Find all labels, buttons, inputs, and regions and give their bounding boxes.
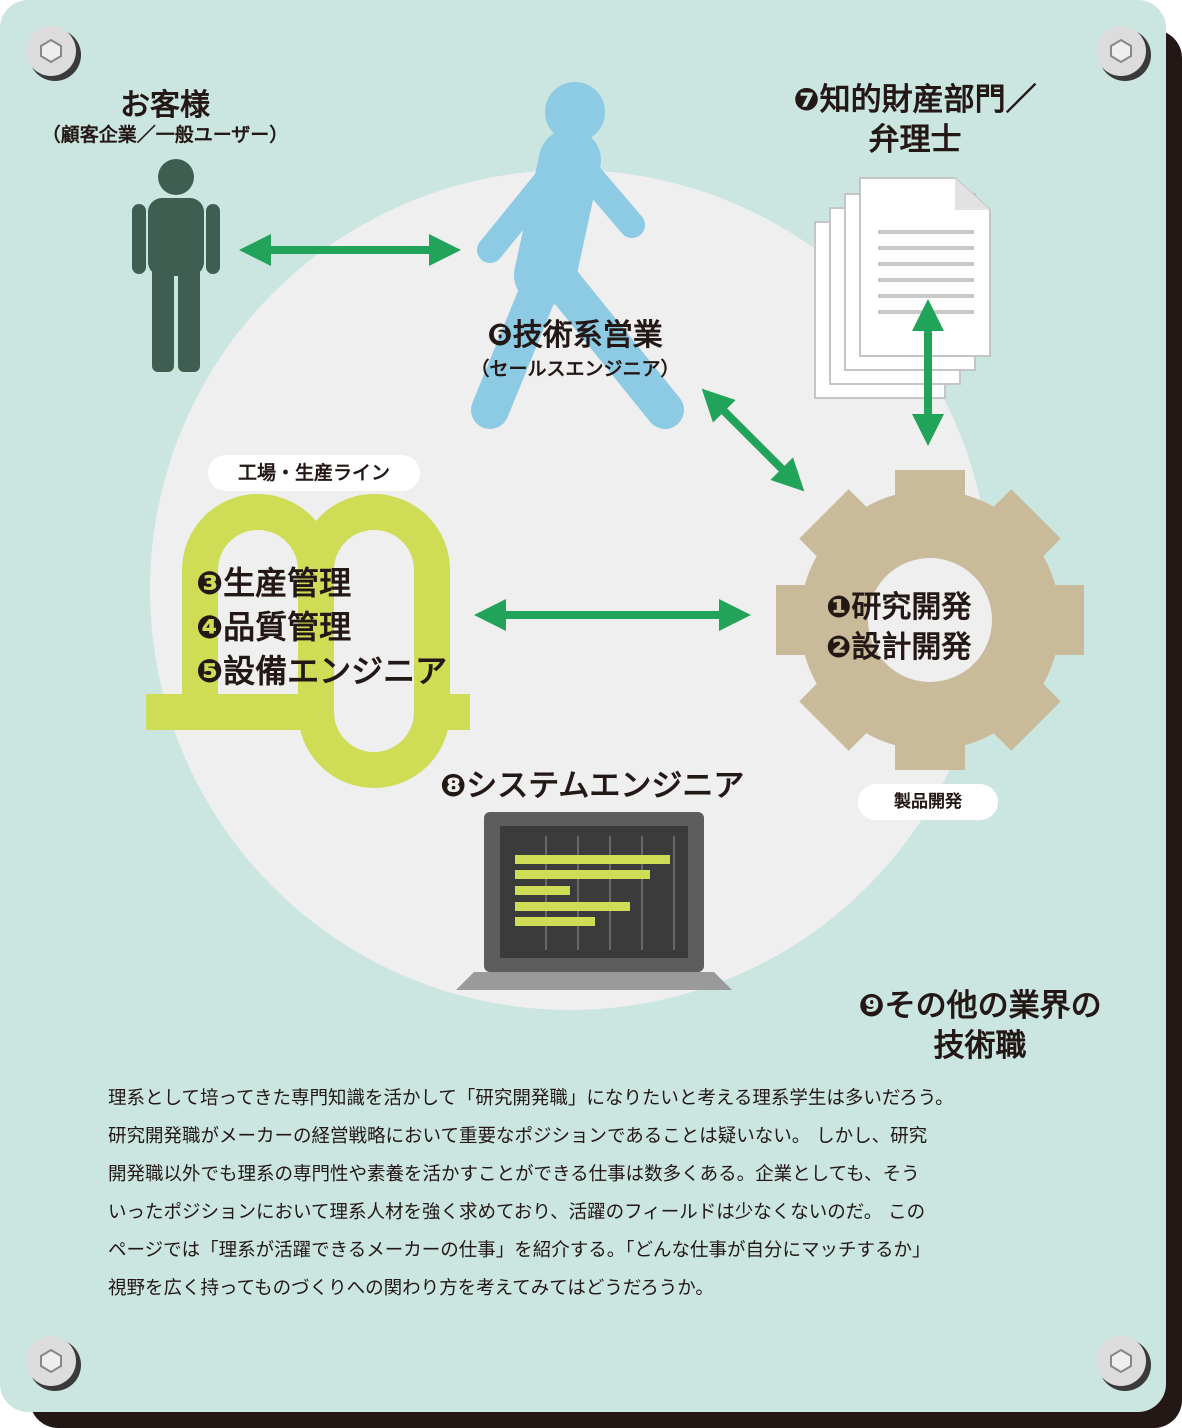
customer-icon — [132, 159, 220, 372]
rd-label: ❶研究開発 — [826, 590, 972, 625]
gear-icon — [776, 470, 1084, 770]
body-paragraph: 理系として培ってきた専門知識を活かして「研究開発職」になりたいと考える理系学生は… — [108, 1080, 1078, 1308]
screw-icon — [26, 26, 81, 81]
body-line: 開発職以外でも理系の専門性や素養を活かすことができる仕事は数多くある。企業として… — [108, 1164, 920, 1185]
sales-sublabel: （セールスエンジニア） — [470, 358, 680, 380]
screw-icon — [1096, 1336, 1151, 1391]
customer-sublabel: （顧客企業／一般ユーザー） — [41, 124, 289, 146]
body-line: 研究開発職がメーカーの経営戦略において重要なポジションであることは疑いない。 し… — [108, 1126, 928, 1147]
body-line: 視野を広く持ってものづくりへの関わり方を考えてみてはどうだろうか。 — [108, 1278, 714, 1299]
walker-icon — [471, 82, 684, 429]
factory-badge: 工場・生産ライン — [208, 455, 420, 491]
documents-icon — [814, 177, 991, 399]
production-mgmt-label: ❸生産管理 — [196, 564, 352, 602]
ip-label-line2: 弁理士 — [868, 122, 962, 158]
other-industries-label-line1: ❾その他の業界の — [858, 988, 1102, 1024]
diagram-artwork — [26, 26, 1151, 1391]
arrow-sales-gear — [701, 388, 805, 492]
equipment-eng-label: ❺設備エンジニア — [196, 652, 448, 690]
product-dev-badge: 製品開発 — [858, 784, 998, 820]
diagram-panel: お客様 （顧客企業／一般ユーザー） ❼知的財産部門／ 弁理士 ❻技術系営業 （セ… — [0, 0, 1166, 1412]
sales-label: ❻技術系営業 — [487, 318, 663, 353]
body-line: ページでは「理系が活躍できるメーカーの仕事」を紹介する。「どんな仕事が自分にマッ… — [108, 1240, 931, 1261]
ip-label-line1: ❼知的財産部門／ — [793, 82, 1037, 118]
system-eng-label: ❽システムエンジニア — [440, 768, 745, 804]
laptop-icon — [456, 812, 732, 990]
body-line: 理系として培ってきた専門知識を活かして「研究開発職」になりたいと考える理系学生は… — [108, 1088, 954, 1109]
background-circle — [150, 170, 990, 1010]
screw-icon — [26, 1336, 81, 1391]
other-industries-label-line2: 技術職 — [933, 1028, 1027, 1064]
body-line: いったポジションにおいて理系人材を強く求めており、活躍のフィールドは少なくないの… — [108, 1202, 926, 1223]
screw-icon — [1096, 26, 1151, 81]
quality-mgmt-label: ❹品質管理 — [196, 608, 352, 646]
ip-label: ❼知的財産部門／ 弁理士 — [770, 80, 1060, 160]
design-dev-label: ❷設計開発 — [826, 630, 972, 665]
factory-line-icon — [146, 494, 470, 788]
customer-label: お客様 — [120, 88, 210, 123]
